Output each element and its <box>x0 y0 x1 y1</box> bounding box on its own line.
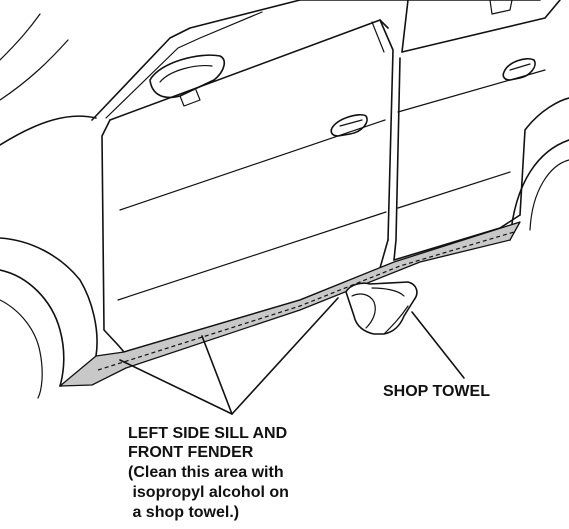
rear-door-handle <box>502 57 536 81</box>
sill-label-line-4: isopropyl alcohol on <box>128 484 289 501</box>
sill-label-line-1: LEFT SIDE SILL AND <box>128 425 287 442</box>
sill-label-line-3: (Clean this area with <box>128 464 284 481</box>
shop-towel-label: SHOP TOWEL <box>383 383 490 400</box>
side-sill-highlight <box>59 221 521 387</box>
car-body <box>0 0 569 399</box>
leader-lines <box>119 297 465 415</box>
shop-towel <box>345 281 418 335</box>
side-mirror <box>149 54 226 107</box>
front-door-handle <box>330 113 368 137</box>
sill-callout-text: LEFT SIDE SILL AND FRONT FENDER (Clean t… <box>128 425 289 521</box>
sill-label-line-2: FRONT FENDER <box>128 444 254 461</box>
sill-label-line-5: a shop towel.) <box>128 504 239 521</box>
